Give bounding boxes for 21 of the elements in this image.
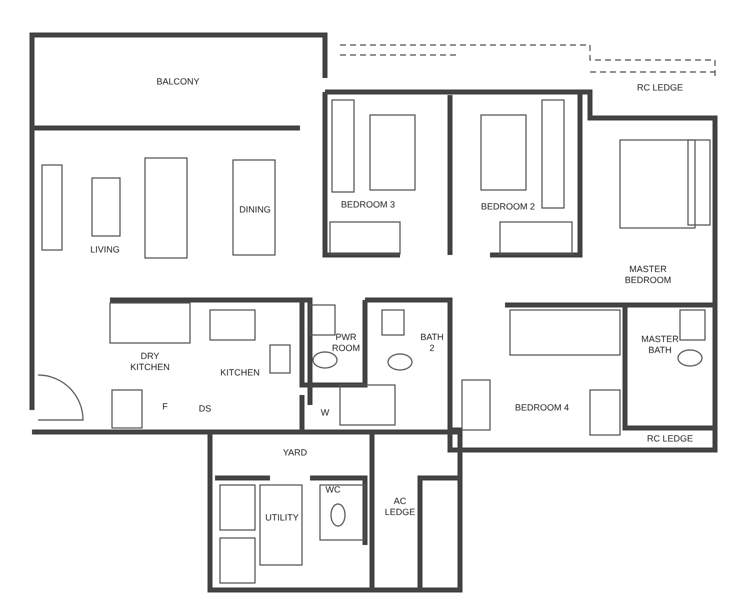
room-label: DRY KITCHEN — [129, 351, 171, 373]
room-label: UTILITY — [265, 512, 299, 524]
room-label: BEDROOM 2 — [481, 202, 535, 212]
room-label: WC — [326, 484, 340, 496]
room-label: F — [162, 402, 168, 412]
room-label: BATH 2 — [419, 332, 445, 354]
room-label: LIVING — [90, 244, 120, 256]
room-label: DINING — [239, 204, 271, 216]
room-label: MASTER BEDROOM — [624, 264, 672, 286]
room-label: BALCONY — [156, 76, 200, 88]
room-label: KITCHEN — [220, 368, 260, 378]
room-label: RC LEDGE — [637, 82, 683, 94]
room-label: YARD — [282, 448, 308, 458]
room-label: MASTER BATH — [640, 334, 680, 356]
room-label: DS — [198, 404, 212, 414]
room-label: RC LEDGE — [647, 434, 693, 444]
room-label: PWR ROOM — [331, 332, 361, 354]
room-label: BEDROOM 4 — [515, 402, 569, 414]
room-label: W — [320, 408, 330, 418]
room-label: BEDROOM 3 — [341, 200, 395, 210]
room-label: AC LEDGE — [384, 496, 416, 518]
